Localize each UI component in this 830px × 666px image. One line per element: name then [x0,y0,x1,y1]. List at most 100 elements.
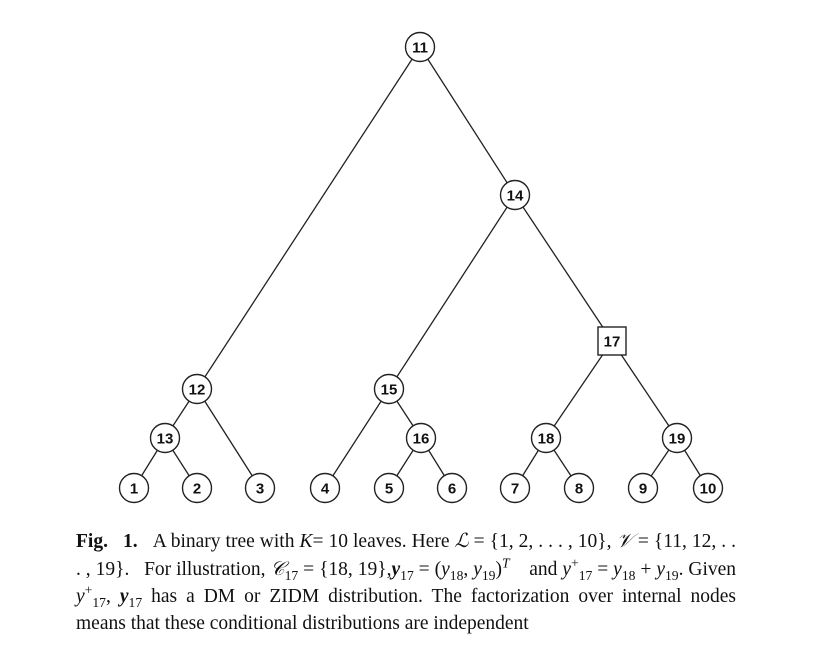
math-comma: , [463,559,474,580]
node-label-14: 14 [507,188,524,205]
math-leaf-set-symbol: ℒ [454,529,469,552]
caption-given: . Given [678,559,737,580]
tree-edge-11-12 [196,46,421,390]
tree-node-8: 8 [563,472,595,504]
node-circle-4 [309,472,341,504]
math-y-vector: y [391,559,401,580]
caption-intro: A binary tree with [152,531,295,552]
math-sub-17c: 17 [578,567,593,583]
node-circle-1 [118,472,150,504]
node-label-8: 8 [575,481,583,498]
node-circle-3 [244,472,276,504]
node-circle-16 [405,422,437,454]
tree-edge-11-14 [419,46,516,196]
figure-number: 1. [123,531,138,552]
node-circle-5 [373,472,405,504]
tree-node-12: 12 [181,373,213,405]
math-close: ) [495,559,502,580]
math-y-vector-b: y [119,586,129,607]
math-transpose: T [501,555,510,571]
math-y17-plus: y [562,559,571,580]
caption-for-illustration: For illustration, [144,559,266,580]
math-children-symbol: 𝒞 [270,557,285,580]
math-plus: + [635,559,657,580]
node-label-4: 4 [321,481,330,498]
math-eq2: = [592,559,614,580]
node-circle-12 [181,373,213,405]
tree-node-17: 17 [597,326,627,356]
math-y18: y [441,559,450,580]
node-label-7: 7 [511,481,519,498]
node-circle-14 [499,179,531,211]
tree-node-10: 10 [692,472,724,504]
tree-edge-14-15 [388,194,516,390]
figure-caption: Fig. 1. A binary tree with K= 10 leaves.… [76,527,736,637]
math-internal-set-symbol: 𝒱 [616,529,633,552]
node-label-3: 3 [256,481,264,498]
node-label-1: 1 [130,481,138,498]
node-circle-19 [661,422,693,454]
math-eq: = ( [413,559,442,580]
node-label-5: 5 [385,481,393,498]
math-sup-plus-b: + [84,582,93,598]
caption-tail: has a DM or ZIDM distribution. The facto… [76,586,736,634]
math-y19b: y [656,559,665,580]
math-sub-17e: 17 [128,594,143,610]
math-sub-18b: 18 [621,567,636,583]
tree-node-5: 5 [373,472,405,504]
caption-leaves: leaves. Here [353,531,450,552]
math-k: K [299,531,313,552]
tree-node-13: 13 [149,422,181,454]
math-leaf-set: = {1, 2, . . . , 10}, [473,531,612,552]
node-label-17: 17 [604,334,621,351]
node-circle-9 [627,472,659,504]
tree-edges [133,46,709,489]
tree-node-7: 7 [499,472,531,504]
tree-node-1: 1 [118,472,150,504]
tree-node-14: 14 [499,179,531,211]
tree-node-19: 19 [661,422,693,454]
node-circle-18 [530,422,562,454]
node-label-10: 10 [700,481,717,498]
node-circle-2 [181,472,213,504]
node-label-9: 9 [639,481,647,498]
tree-node-3: 3 [244,472,276,504]
node-label-15: 15 [381,382,398,399]
figure-label: Fig. [76,531,108,552]
caption-text: Fig. 1. A binary tree with K= 10 leaves.… [76,527,736,637]
tree-edge-12-3 [196,388,261,489]
tree-edge-17-18 [545,340,613,439]
tree-node-4: 4 [309,472,341,504]
math-children-set: = {18, 19}, [303,559,392,580]
tree-node-18: 18 [530,422,562,454]
tree-node-16: 16 [405,422,437,454]
tree-node-6: 6 [436,472,468,504]
math-sub-19: 19 [481,567,496,583]
tree-edge-14-17 [514,194,613,342]
tree-node-11: 11 [404,31,436,63]
tree-edge-15-4 [324,388,390,489]
node-circle-13 [149,422,181,454]
node-label-11: 11 [412,40,428,57]
node-circle-11 [404,31,436,63]
math-comma2: , [106,586,120,607]
node-circle-6 [436,472,468,504]
math-sub-17: 17 [284,567,299,583]
node-label-13: 13 [157,431,174,448]
math-y17-plus-b: y [76,586,85,607]
node-label-6: 6 [448,481,456,498]
math-y19: y [473,559,482,580]
node-circle-7 [499,472,531,504]
math-k-value: = 10 [312,531,348,552]
tree-node-15: 15 [373,373,405,405]
node-label-16: 16 [413,431,430,448]
node-label-18: 18 [538,431,555,448]
node-square-17 [597,326,627,356]
node-circle-15 [373,373,405,405]
node-label-12: 12 [189,382,206,399]
tree-node-2: 2 [181,472,213,504]
tree-node-9: 9 [627,472,659,504]
math-sub-19b: 19 [664,567,679,583]
